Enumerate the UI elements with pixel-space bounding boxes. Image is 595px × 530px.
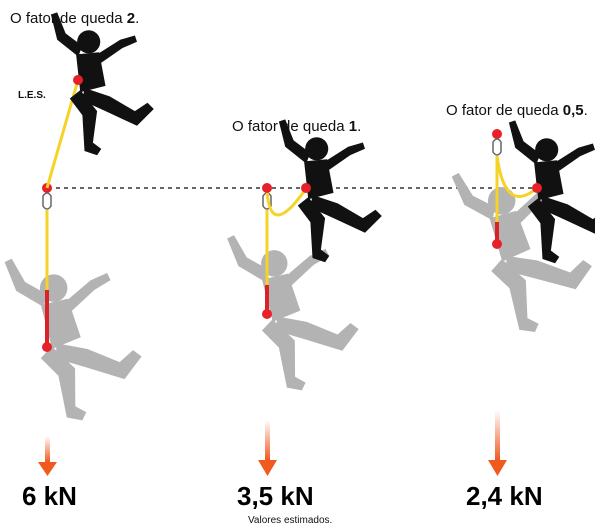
- anchor-point: [262, 183, 272, 193]
- fallen-climber-silhouette: [4, 242, 150, 429]
- fallen-climber-silhouette: [451, 152, 595, 342]
- carabiner-icon: [492, 138, 502, 156]
- force-arrow-shaft: [265, 420, 270, 460]
- fall-factor-value: 0,5: [562, 102, 584, 119]
- climber-silhouette: [50, 12, 154, 156]
- anchor-point: [492, 129, 502, 139]
- fallen-climber-silhouette: [226, 219, 367, 398]
- scenario-factor-2: [4, 12, 154, 476]
- harness-point: [42, 342, 52, 352]
- fall-factor-value: 2: [126, 10, 136, 27]
- harness-point: [73, 75, 83, 85]
- scenario-factor-1: [226, 119, 382, 476]
- lanyard-line: [265, 189, 307, 217]
- harness-point: [301, 183, 311, 193]
- harness-point: [492, 239, 502, 249]
- caption-factor-2: O fator de queda 2.: [10, 10, 140, 27]
- force-value-factor-2: 6 kN: [22, 481, 77, 511]
- force-arrow-head: [488, 460, 507, 476]
- force-arrow-shaft: [45, 436, 50, 462]
- carabiner-icon: [42, 192, 52, 210]
- force-value-factor-0-5: 2,4 kN: [466, 481, 543, 511]
- force-arrow-shaft: [495, 410, 500, 460]
- scenario-factor-0-5: [451, 120, 595, 476]
- caption-factor-1: O fator de queda 1.: [232, 118, 362, 135]
- fall-factor-value: 1: [348, 118, 358, 135]
- footnote: Valores estimados.: [248, 515, 333, 526]
- force-arrow-head: [38, 462, 57, 476]
- force-arrow-head: [258, 460, 277, 476]
- caption-factor-0-5: O fator de queda 0,5.: [446, 102, 588, 119]
- climber-silhouette: [278, 119, 382, 263]
- les-label: L.E.S.: [18, 90, 46, 101]
- force-value-factor-1: 3,5 kN: [237, 481, 314, 511]
- lanyard-line: [495, 155, 538, 198]
- harness-point: [262, 309, 272, 319]
- harness-point: [532, 183, 542, 193]
